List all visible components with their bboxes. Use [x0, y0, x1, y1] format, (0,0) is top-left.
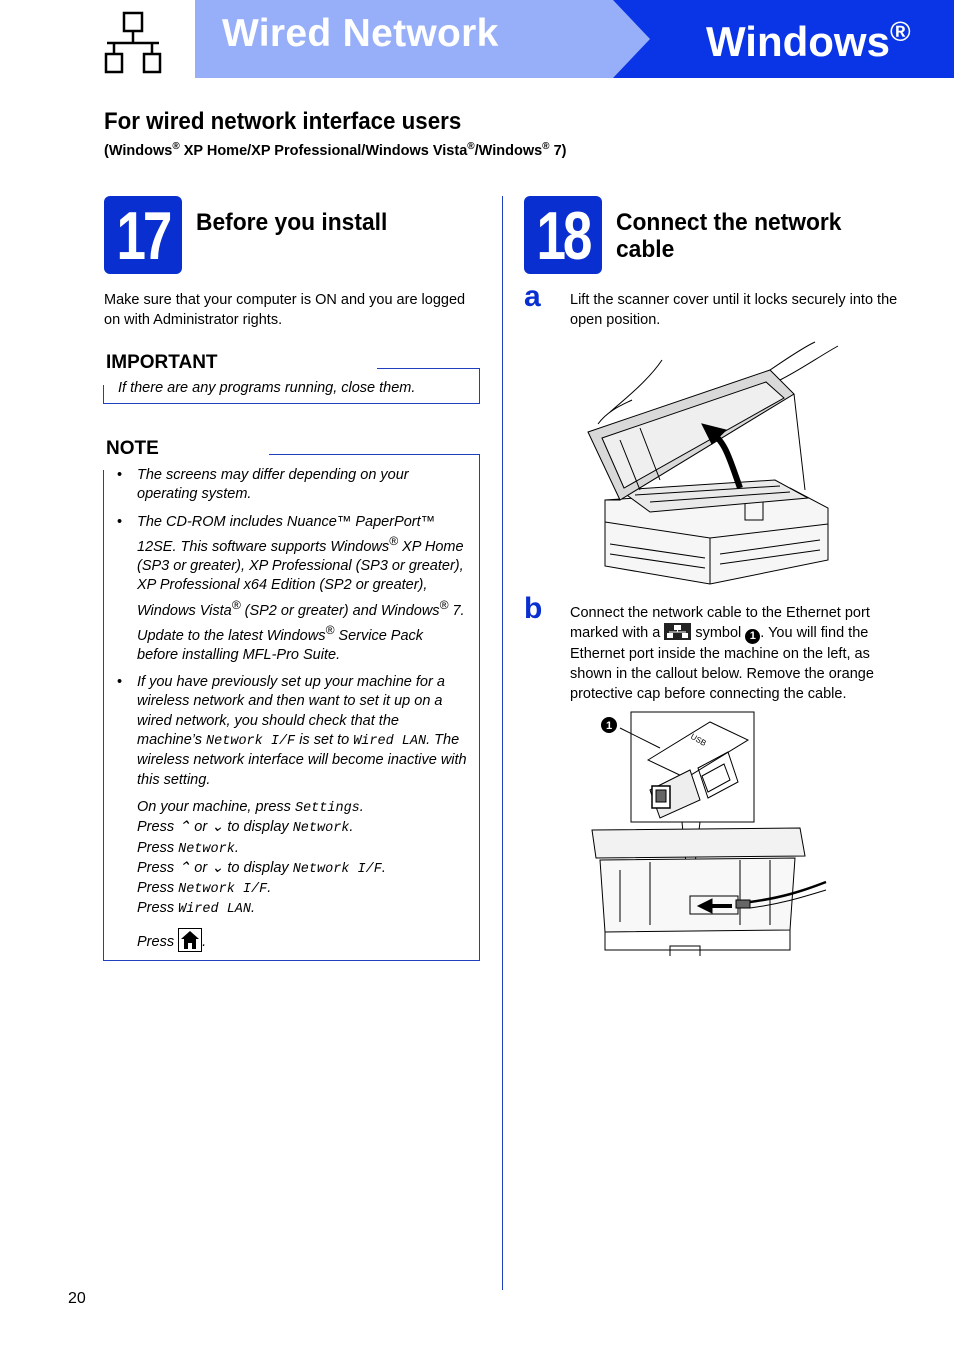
- step-18b-text: Connect the network cable to the Etherne…: [570, 605, 874, 702]
- note-content: The screens may differ depending on your…: [105, 466, 467, 952]
- step-18a-text: Lift the scanner cover until it locks se…: [570, 292, 898, 328]
- note-box: [103, 454, 480, 961]
- step-18b-letter: b: [524, 592, 543, 625]
- step-17-body: Make sure that your computer is ON and y…: [104, 292, 466, 328]
- note-box-edge: [103, 470, 104, 960]
- ethernet-port-icon: [664, 623, 692, 640]
- important-text: If there are any programs running, close…: [118, 380, 416, 396]
- section-subtitle: (Windows® XP Home/XP Professional/Window…: [104, 141, 567, 159]
- important-box-edge: [103, 385, 104, 403]
- note-item: The CD-ROM includes Nuance™ PaperPort™ 1…: [105, 513, 467, 666]
- chevron-down-icon: ⌄: [211, 859, 224, 876]
- step-18-number: 18: [524, 196, 602, 274]
- step-17-title: Before you install: [196, 209, 388, 236]
- header-title: Wired Network: [222, 12, 499, 55]
- chevron-up-icon: ⌃: [178, 859, 191, 876]
- note-heading: NOTE: [103, 438, 269, 464]
- callout-1-circle: [601, 717, 617, 733]
- header-windows: Windows®: [706, 16, 911, 65]
- callout-1-number: 1: [606, 720, 612, 732]
- chevron-up-icon: ⌃: [178, 819, 191, 836]
- network-icon: [104, 11, 162, 74]
- home-icon: [178, 927, 203, 952]
- ethernet-port-illustration: USB 1: [591, 711, 827, 956]
- printer-open-illustration: [587, 341, 839, 585]
- chevron-down-icon: ⌄: [211, 819, 224, 836]
- note-steps: On your machine, press Settings. Press ⌃…: [137, 798, 386, 952]
- step-18a-letter: a: [524, 280, 541, 313]
- note-item: If you have previously set up your machi…: [105, 673, 467, 790]
- important-heading: IMPORTANT: [103, 352, 377, 378]
- callout-1-marker: 1: [745, 629, 761, 644]
- note-item: The screens may differ depending on your…: [105, 466, 467, 505]
- step-17-number: 17: [104, 196, 182, 274]
- page-number: 20: [68, 1290, 86, 1307]
- column-divider: [502, 196, 503, 1290]
- section-title: For wired network interface users: [104, 108, 462, 135]
- header-band: [195, 0, 954, 78]
